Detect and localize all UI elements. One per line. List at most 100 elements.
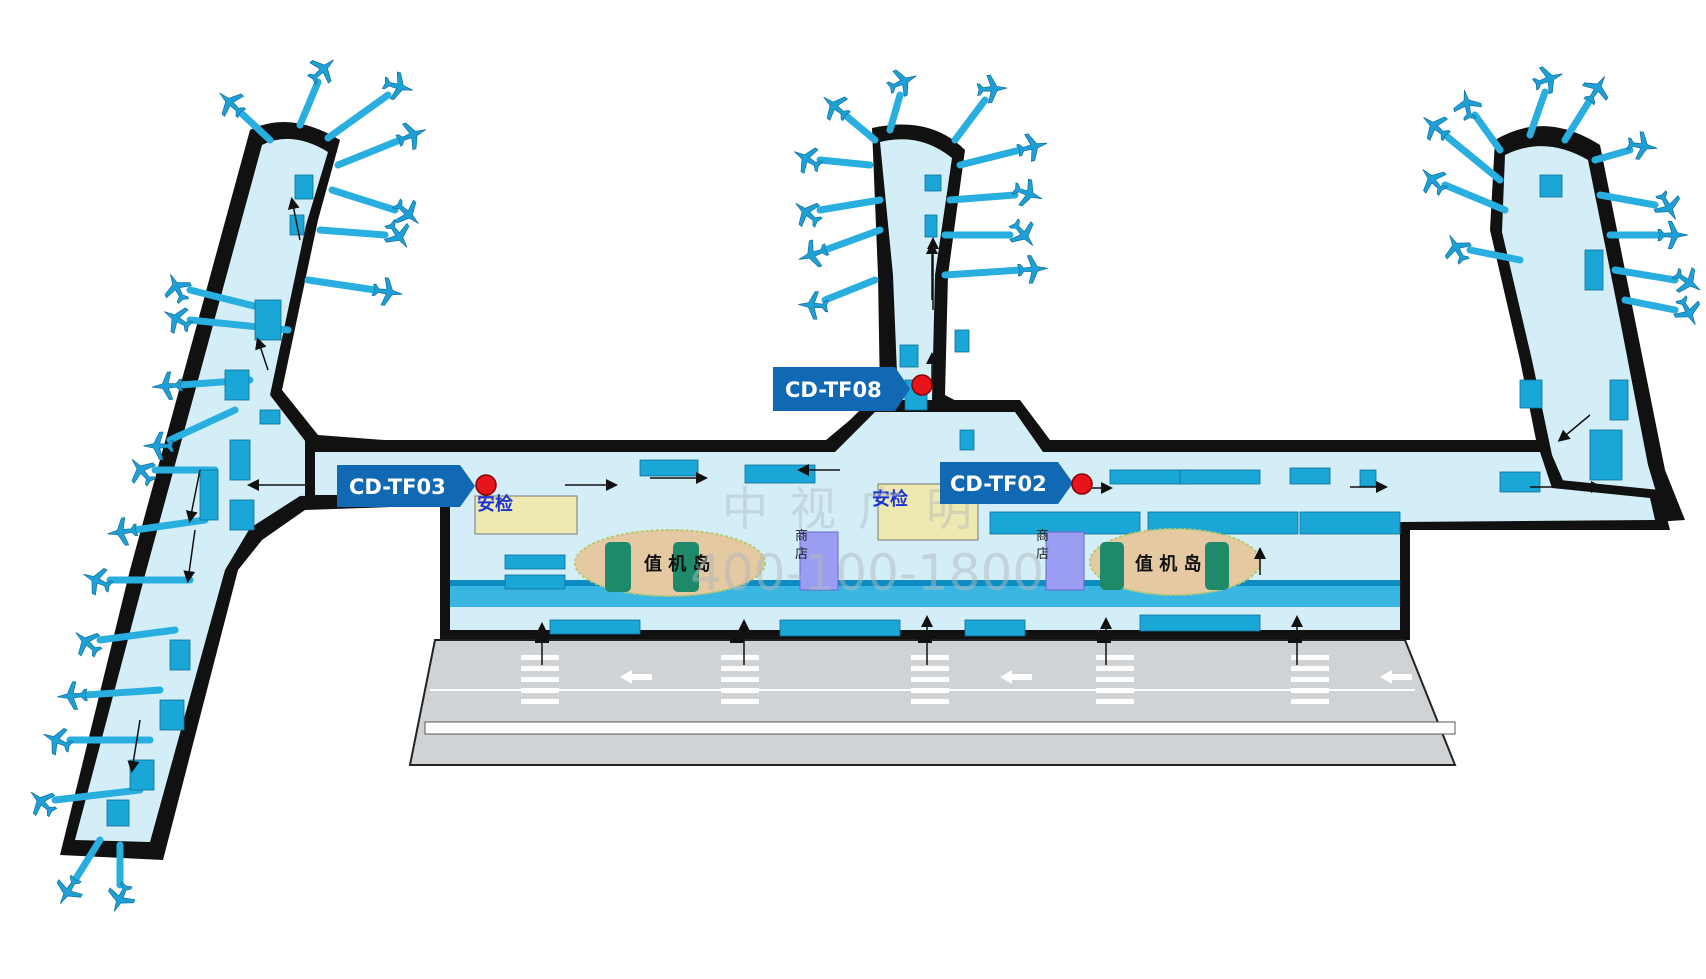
security-label-left: 安检 <box>477 493 513 515</box>
equipment-block <box>129 759 155 791</box>
gate-finger <box>1471 111 1504 154</box>
airplane-icon <box>976 73 1009 104</box>
gate-finger <box>81 686 164 699</box>
crosswalk-stripe <box>1096 688 1134 693</box>
location-label-tf03: CD-TF03 <box>349 475 446 499</box>
equipment-block <box>1584 249 1604 291</box>
airplane-icon <box>105 515 140 548</box>
equipment-block <box>899 344 919 368</box>
security-label-center: 安检 <box>872 488 908 510</box>
equipment-block <box>1359 469 1377 487</box>
equipment-block <box>1519 379 1543 409</box>
crosswalk-stripe <box>911 655 949 660</box>
gate-finger <box>166 406 239 444</box>
equipment-block <box>639 459 699 477</box>
gate-finger <box>51 786 144 804</box>
equipment-block <box>229 499 255 531</box>
crosswalk-stripe <box>721 699 759 704</box>
airplane-icon <box>1576 68 1617 110</box>
shop-label-left: 商店 <box>795 529 808 562</box>
location-marker-tf03[interactable]: CD-TF03 <box>337 465 497 507</box>
gate-finger <box>236 108 274 144</box>
equipment-block <box>964 619 1026 637</box>
crosswalk-stripe <box>1291 699 1329 704</box>
gate-finger <box>946 191 1019 204</box>
airplane-icon <box>48 870 89 912</box>
equipment-block <box>1179 469 1261 485</box>
crosswalk-stripe <box>1096 655 1134 660</box>
location-dot-icon <box>911 374 933 396</box>
arrow-icon <box>127 719 141 773</box>
equipment-block <box>169 639 191 671</box>
crosswalk-stripe <box>1291 688 1329 693</box>
equipment-block <box>924 174 942 192</box>
arrow-icon <box>255 337 269 371</box>
airplane-icon <box>1529 60 1568 98</box>
gate-finger <box>96 626 179 644</box>
checkin-island-right <box>1089 528 1261 596</box>
security-zone-left <box>474 495 578 535</box>
equipment-block <box>549 619 641 635</box>
crosswalk-stripe <box>521 666 559 671</box>
equipment-block <box>1499 471 1541 493</box>
crosswalk-stripe <box>1096 677 1134 682</box>
entrance-door <box>1097 633 1111 643</box>
airplane-icon <box>1625 129 1660 163</box>
gate-finger <box>956 146 1024 169</box>
location-marker-tf02[interactable]: CD-TF02 <box>940 462 1093 504</box>
checkin-island-left <box>574 529 766 597</box>
arrow-icon <box>185 469 201 523</box>
airplane-icon <box>1412 159 1454 202</box>
equipment-block <box>1589 429 1623 481</box>
arrow-icon <box>287 197 301 241</box>
gate-finger <box>951 96 989 144</box>
location-dot-icon <box>475 474 497 496</box>
equipment-block <box>1289 467 1331 485</box>
equipment-block <box>924 214 938 238</box>
location-marker-tf08[interactable]: CD-TF08 <box>773 367 933 411</box>
equipment-block <box>1539 174 1563 198</box>
checkin-label-left: 值 机 岛 <box>644 553 711 575</box>
crosswalk-stripe <box>521 677 559 682</box>
equipment-block <box>954 329 970 353</box>
flow-arrows <box>127 197 1603 773</box>
airplane-icon <box>793 235 832 273</box>
airplane-icon <box>1657 220 1689 250</box>
watermark-phone: 400-100-1800 <box>690 544 1044 602</box>
crosswalk-stripe <box>911 677 949 682</box>
entrance-door <box>918 633 932 643</box>
gate-finger <box>1621 296 1679 314</box>
equipment-block <box>224 369 250 401</box>
lane-arrow-icon <box>620 670 652 684</box>
equipment-block <box>199 469 219 521</box>
airplane-icon <box>1008 174 1048 213</box>
gate-finger <box>1526 88 1549 139</box>
gate-finger <box>316 226 389 239</box>
crosswalk-stripe <box>911 688 949 693</box>
crosswalk-stripe <box>521 688 559 693</box>
shop-label-right: 商店 <box>1036 529 1049 562</box>
equipment-block <box>779 619 901 637</box>
interior-blocks <box>106 174 1629 827</box>
crosswalk-stripe <box>521 655 559 660</box>
crosswalk-stripe <box>1291 677 1329 682</box>
crosswalk-stripe <box>1096 699 1134 704</box>
equipment-block <box>504 554 566 570</box>
gate-finger <box>821 276 879 304</box>
shop-left <box>799 531 839 591</box>
equipment-block <box>229 439 251 481</box>
gate-finger <box>886 91 904 134</box>
gate-finger <box>324 91 392 142</box>
crosswalk-stripe <box>721 655 759 660</box>
lane-arrow-icon <box>1000 670 1032 684</box>
shop-right <box>1045 531 1085 591</box>
crosswalk-stripe <box>911 699 949 704</box>
center-concourse <box>820 124 1030 446</box>
crosswalk-stripe <box>1291 655 1329 660</box>
gate-finger <box>1596 191 1659 209</box>
airplane-icon <box>370 275 405 309</box>
equipment-block <box>106 799 130 827</box>
arrow-icon <box>183 529 196 583</box>
gate-finger <box>941 266 1024 279</box>
equipment-block <box>744 464 816 484</box>
